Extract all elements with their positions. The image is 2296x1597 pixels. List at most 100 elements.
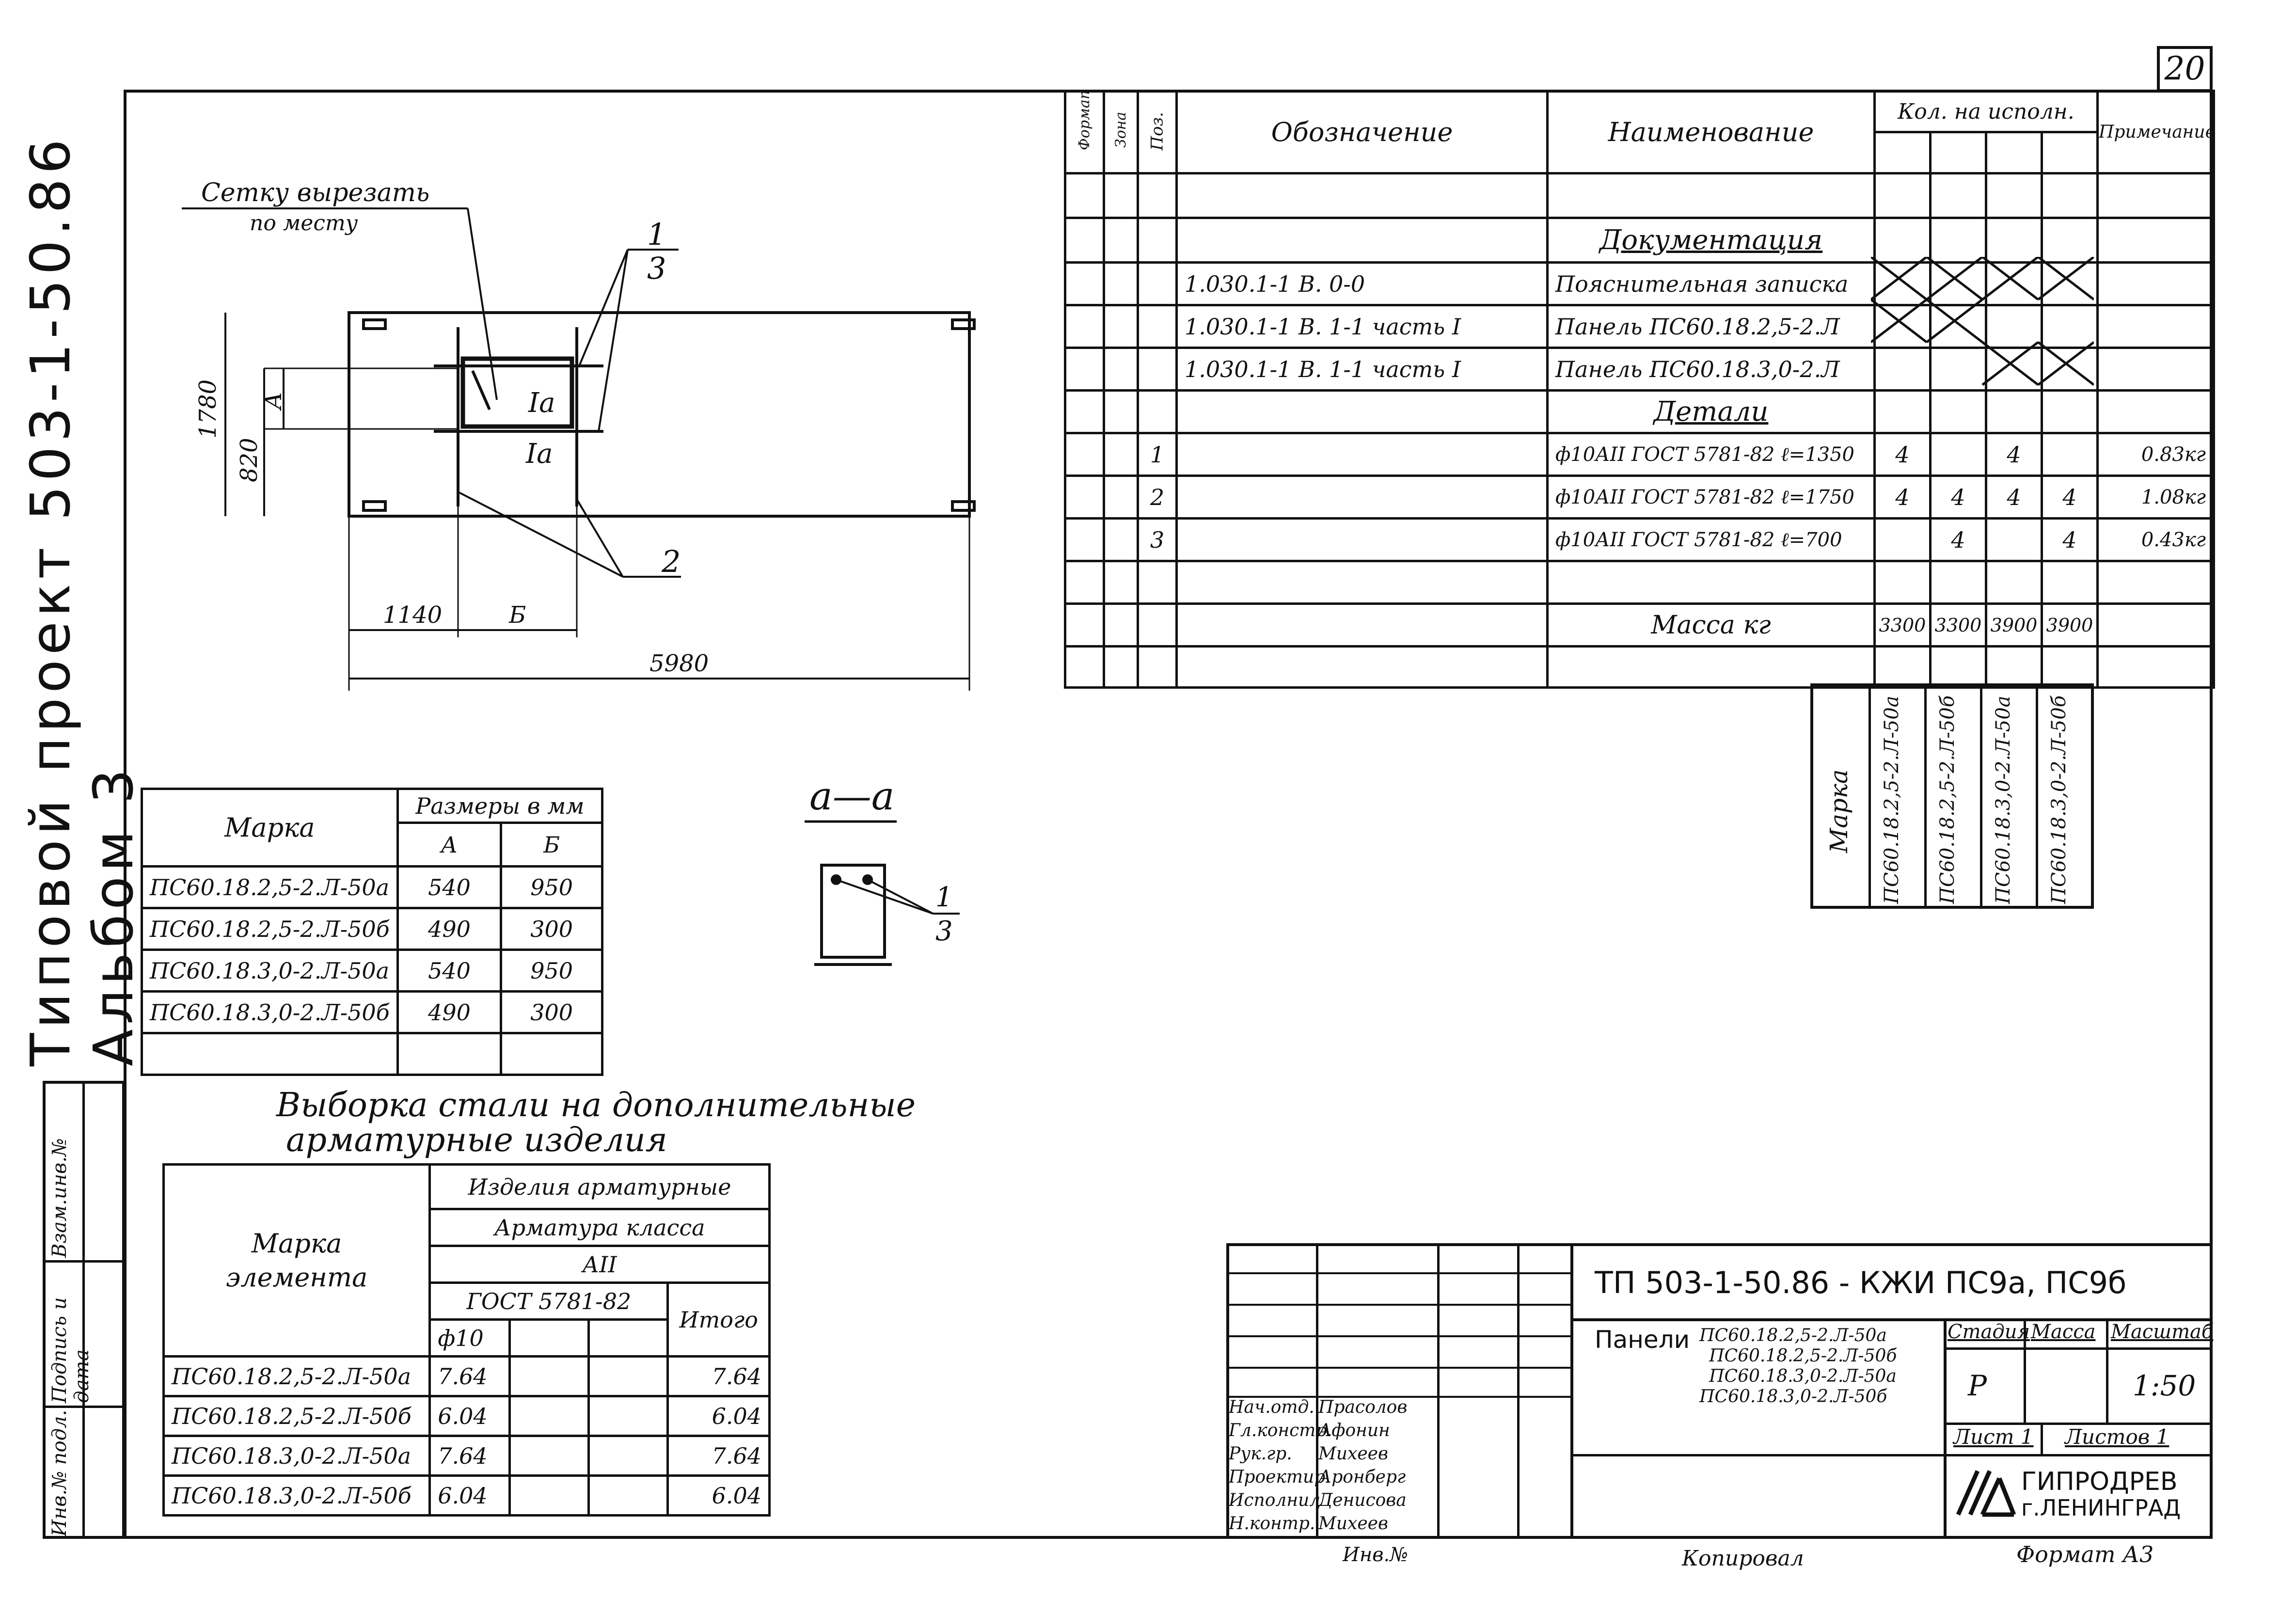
tb-stage: Р: [1968, 1369, 1987, 1402]
tb-person-row: Гл.констр.Афонин: [1229, 1421, 1390, 1440]
leader-1-bottom: 3: [647, 251, 666, 286]
leader-1-top: 1: [647, 217, 666, 252]
size-cell-a: 540: [396, 949, 503, 993]
panel-outline: [348, 311, 971, 518]
cross-cell: [1929, 261, 1987, 306]
spec-h-format: Формат: [1064, 90, 1105, 174]
size-cell-b: 950: [500, 949, 603, 993]
size-cell-mark: ПС60.18.3,0-2.Л-50а: [141, 949, 399, 993]
dim-1140: 1140: [383, 601, 442, 629]
tb-line: [1944, 1347, 2213, 1350]
cross-cell: [2040, 347, 2099, 392]
size-cell-b: 950: [500, 865, 603, 909]
tb-person-row: Проектир.Аронберг: [1229, 1467, 1406, 1487]
tb-line: [2024, 1318, 2026, 1423]
steel-title: Выборка стали на дополнительные арматурн…: [276, 1088, 916, 1158]
size-cell-a: 490: [396, 907, 503, 951]
steel-h-products: Изделия арматурные: [428, 1163, 771, 1210]
steel-h-gost: ГОСТ 5781-82: [428, 1281, 669, 1321]
org-logo-icon: [1956, 1470, 2016, 1517]
marks-divider: [1924, 683, 1927, 909]
note-line1: Сетку вырезать: [201, 178, 429, 207]
table-row: [141, 1032, 603, 1076]
sheet-number: 20: [2164, 50, 2205, 87]
tb-line: [1226, 1272, 1570, 1274]
marks-divider: [1980, 683, 1982, 909]
section-leader-top: 1: [935, 882, 953, 913]
tb-people: Нач.отд.Прасолов Гл.констр.Афонин Рук.гр…: [1229, 1396, 1440, 1535]
tb-panels-label: Панели: [1595, 1326, 1690, 1354]
tb-line: [1944, 1423, 2213, 1425]
size-cell-mark: ПС60.18.2,5-2.Л-50а: [141, 865, 399, 909]
dim-5980: 5980: [649, 650, 709, 677]
mark-vertical: ПС60.18.3,0-2.Л-50б: [2048, 695, 2070, 904]
size-cell-b: 300: [500, 907, 603, 951]
tb-line: [1517, 1243, 1520, 1539]
tb-h-stage: Стадия: [1948, 1321, 2030, 1343]
spec-h-name: Наименование: [1546, 90, 1876, 174]
opening-cutout: [460, 356, 574, 429]
tb-panel-line: ПС60.18.2,5-2.Л-50а: [1699, 1326, 1887, 1345]
tb-scale: 1:50: [2133, 1369, 2196, 1402]
tb-line: [1226, 1335, 1570, 1337]
tb-line: [1437, 1243, 1440, 1539]
cross-cell: [1929, 304, 1987, 349]
tb-line: [2106, 1318, 2108, 1423]
tb-sheet: Лист 1: [1953, 1425, 2034, 1449]
tb-h-scale: Масштаб: [2111, 1321, 2214, 1343]
tb-format: Формат А3: [2016, 1541, 2154, 1567]
cross-cell: [1985, 261, 2043, 306]
tb-h-mass: Масса: [2031, 1321, 2096, 1343]
size-col-mark: Марка: [141, 788, 399, 868]
steel-h-phi: ф10: [428, 1318, 511, 1358]
size-cell-mark: ПС60.18.3,0-2.Л-50б: [141, 990, 399, 1034]
spec-h-qty: Кол. на исполн.: [1873, 90, 2099, 133]
steel-h-AII: АII: [428, 1245, 771, 1284]
stamp-divider: [82, 1081, 85, 1539]
stamp-inv-podl: Инв.№ подл.: [48, 1409, 71, 1536]
size-cell-mark: ПС60.18.2,5-2.Л-50б: [141, 907, 399, 951]
tb-line: [2041, 1423, 2043, 1454]
stamp-vzam-inv: Взам.инв.№: [48, 1138, 71, 1258]
size-table: Марка Размеры в мм А Б ПС60.18.2,5-2.Л-5…: [141, 788, 604, 1076]
size-col-A: А: [396, 822, 503, 868]
cross-cell: [1873, 261, 1932, 306]
spec-h-designation: Обозначение: [1175, 90, 1549, 174]
mark-vertical: ПС60.18.2,5-2.Л-50б: [1936, 695, 1959, 904]
mark-vertical: ПС60.18.2,5-2.Л-50а: [1881, 696, 1903, 904]
tb-inv-label: Инв.№: [1343, 1544, 1409, 1566]
stamp-sign-date: Подпись и дата: [48, 1297, 93, 1404]
section-a-a: а—а 1 3: [805, 775, 960, 966]
title-block: [1226, 1243, 2213, 1539]
tb-line: [1570, 1318, 2213, 1321]
marks-divider: [1868, 683, 1871, 909]
size-cell-a: 490: [396, 990, 503, 1034]
tb-panel-line: ПС60.18.3,0-2.Л-50а: [1709, 1366, 1897, 1386]
sheet-number-box: 20: [2157, 46, 2213, 92]
tb-copied: Копировал: [1682, 1546, 1804, 1571]
tb-line: [1226, 1304, 1570, 1306]
size-cell-a: 540: [396, 865, 503, 909]
size-cell-b: 300: [500, 990, 603, 1034]
tb-panel-line: ПС60.18.2,5-2.Л-50б: [1709, 1346, 1897, 1366]
size-col-B: Б: [500, 822, 603, 868]
cross-marks: [1871, 257, 2094, 386]
tb-org-line2: г.ЛЕНИНГРАД: [2021, 1495, 2181, 1521]
note-line2: по месту: [250, 211, 358, 236]
marks-label: Марка: [1825, 769, 1853, 853]
dim-820: 820: [236, 438, 263, 482]
